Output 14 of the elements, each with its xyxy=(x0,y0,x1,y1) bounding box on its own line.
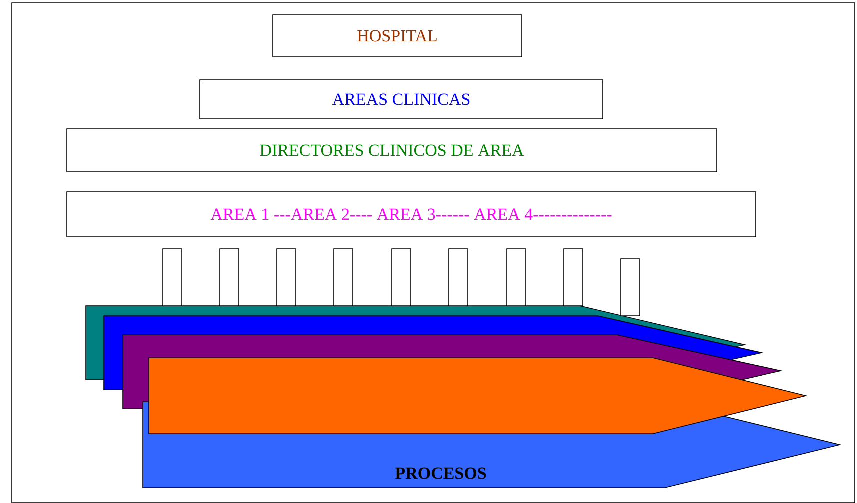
text-box: AREA 1 ---AREA 2---- AREA 3------ AREA 4-------------- xyxy=(66,192,756,238)
text-box: DIRECTORES CLINICOS DE AREA xyxy=(66,128,718,172)
arrow-shape xyxy=(148,358,808,434)
small-box xyxy=(506,248,526,306)
text-box: HOSPITAL xyxy=(272,14,522,58)
text-box: AREAS CLINICAS xyxy=(200,80,604,120)
small-box xyxy=(220,248,240,306)
small-box xyxy=(448,248,468,306)
small-box xyxy=(392,248,412,306)
small-box xyxy=(564,248,584,306)
small-box xyxy=(334,248,354,306)
small-box xyxy=(276,248,296,306)
small-box xyxy=(620,258,640,316)
small-box xyxy=(162,248,182,306)
